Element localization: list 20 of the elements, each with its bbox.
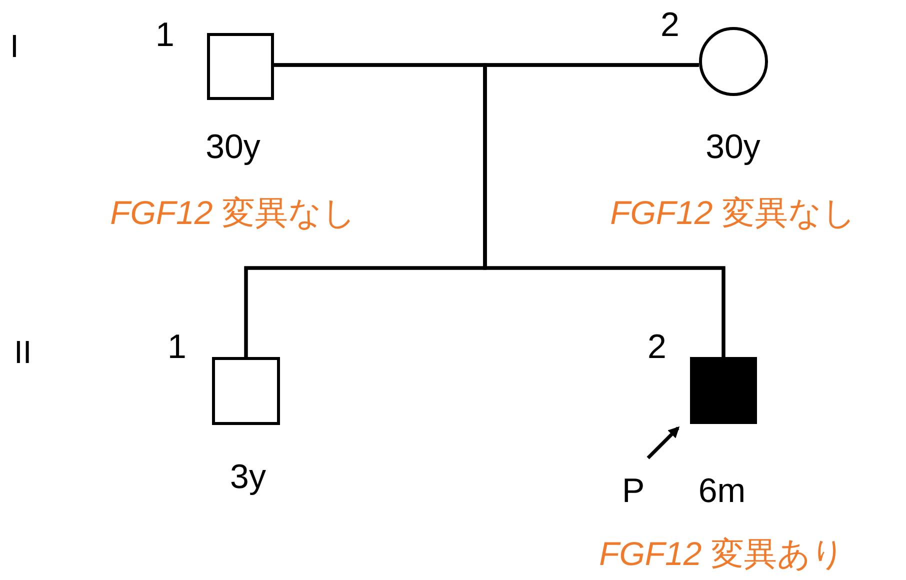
age-label: 6m — [698, 474, 746, 508]
filled-square-symbol — [690, 357, 757, 424]
individual-number: 2 — [648, 330, 666, 364]
descent-line — [483, 63, 726, 357]
age-label: 30y — [206, 130, 260, 164]
generation-label: I — [10, 30, 19, 62]
variant-note: FGF12 変異あり — [599, 537, 845, 570]
age-label: 30y — [706, 130, 760, 164]
generation-label: II — [14, 336, 32, 368]
proband-label: P — [622, 474, 645, 508]
individual-number: 2 — [660, 8, 680, 42]
variant-note: FGF12 変異なし — [110, 196, 356, 229]
square-symbol — [207, 33, 274, 100]
proband-arrow — [646, 426, 680, 460]
square-symbol — [212, 357, 280, 425]
age-label: 3y — [230, 460, 266, 494]
individual-number: 1 — [168, 330, 186, 364]
variant-note: FGF12 変異なし — [610, 196, 856, 229]
circle-symbol — [699, 27, 768, 96]
individual-number: 1 — [156, 18, 174, 52]
